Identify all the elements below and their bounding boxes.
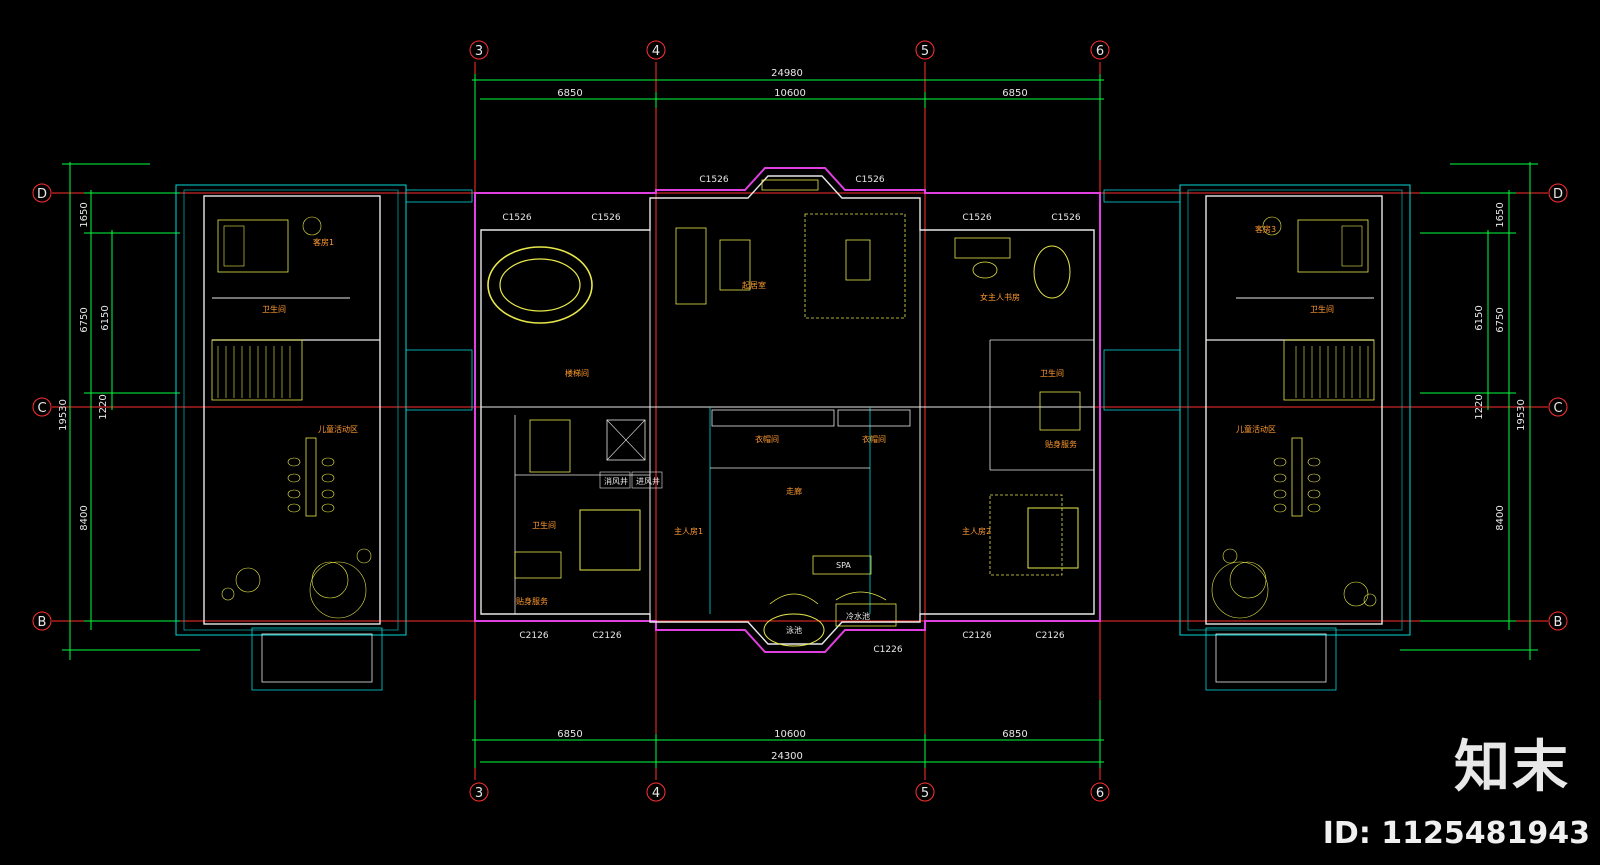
shaft-label: 进风井 <box>636 476 660 486</box>
axis-col-label: 5 <box>921 44 929 59</box>
axis-labels: 3 4 5 6 3 4 5 6 D C B D C B <box>37 44 1563 801</box>
dim-bottom-span: 10600 <box>774 729 806 740</box>
axis-row-label: B <box>38 615 47 630</box>
room-label-study: 女主人书房 <box>980 292 1020 302</box>
shaft-label: 消风井 <box>604 476 628 486</box>
room-label-master: 主人房2 <box>962 526 991 536</box>
main-building <box>474 167 1101 653</box>
left-wing-labels: 客房1 卫生间 儿童活动区 <box>262 237 358 434</box>
dimension-lines <box>62 74 1538 768</box>
room-label-children: 儿童活动区 <box>1236 424 1276 434</box>
axis-row-label: D <box>37 187 47 202</box>
dim-bottom-span: 6850 <box>1002 729 1027 740</box>
room-label-master: 主人房1 <box>674 526 703 536</box>
dim-side-mid: 1220 <box>1474 394 1485 419</box>
id-watermark: ID: 1125481943 <box>1322 816 1590 851</box>
room-label-bath: 卫生间 <box>1310 304 1334 314</box>
window-tags: C1526 C1526 C1526 C1526 C1526 C1526 C212… <box>502 175 1080 655</box>
wing-connectors <box>405 189 1181 411</box>
room-label-cold-pool: 冷水池 <box>846 611 870 621</box>
dim-side-upper: 6750 <box>1495 307 1506 332</box>
axis-col-label: 4 <box>652 786 660 801</box>
axis-col-label: 6 <box>1096 786 1104 801</box>
room-label-bath: 卫生间 <box>262 304 286 314</box>
window-tag: C1226 <box>873 645 902 655</box>
dim-top-span: 6850 <box>557 88 582 99</box>
dim-top-span: 10600 <box>774 88 806 99</box>
axis-lines <box>52 62 1548 780</box>
dim-bottom-span: 6850 <box>557 729 582 740</box>
window-tag: C1526 <box>699 175 728 185</box>
dim-side-top: 1650 <box>79 202 90 227</box>
brand-watermark: 知末 <box>1454 735 1570 800</box>
room-label-corridor: 走廊 <box>786 486 802 496</box>
room-label-bath: 卫生间 <box>1040 368 1064 378</box>
window-tag: C1526 <box>962 213 991 223</box>
window-tag: C1526 <box>855 175 884 185</box>
room-label-pool: 泳池 <box>786 625 802 635</box>
window-tag: C2126 <box>1035 631 1064 641</box>
axis-bubbles <box>32 40 1568 802</box>
axis-row-label: D <box>1553 187 1563 202</box>
dim-side-top: 1650 <box>1495 202 1506 227</box>
window-tag: C1526 <box>591 213 620 223</box>
dim-side-lower: 8400 <box>1495 505 1506 530</box>
dim-bottom-total: 24300 <box>771 751 803 762</box>
room-label-children: 儿童活动区 <box>318 424 358 434</box>
dim-side-inner: 6150 <box>1474 305 1485 330</box>
dimension-texts: 24980 6850 10600 6850 6850 10600 6850 24… <box>58 68 1527 762</box>
axis-col-label: 5 <box>921 786 929 801</box>
dim-side-total: 19530 <box>58 399 69 431</box>
axis-col-label: 4 <box>652 44 660 59</box>
axis-col-label: 3 <box>475 44 483 59</box>
window-tag: C2126 <box>962 631 991 641</box>
left-wing <box>175 184 407 691</box>
dim-top-span: 6850 <box>1002 88 1027 99</box>
room-label-living: 起居室 <box>742 280 766 290</box>
room-label-guest: 客房3 <box>1255 224 1276 234</box>
room-label-nanny: 贴身服务 <box>1045 439 1077 449</box>
dim-side-total: 19530 <box>1516 399 1527 431</box>
dim-side-mid: 1220 <box>98 394 109 419</box>
axis-col-label: 6 <box>1096 44 1104 59</box>
axis-col-label: 3 <box>475 786 483 801</box>
dim-top-total: 24980 <box>771 68 803 79</box>
right-wing <box>1179 184 1411 691</box>
window-tag: C1526 <box>502 213 531 223</box>
room-label-bath: 卫生间 <box>532 520 556 530</box>
room-label-guest: 客房1 <box>313 237 334 247</box>
axis-row-label: C <box>1553 401 1562 416</box>
room-label-spa: SPA <box>836 561 851 570</box>
shaft-labels: 消风井 进风井 <box>599 471 663 489</box>
window-tag: C1526 <box>1051 213 1080 223</box>
room-label-nanny: 贴身服务 <box>516 596 548 606</box>
axis-row-label: C <box>37 401 46 416</box>
right-wing-labels: 客房3 卫生间 儿童活动区 <box>1236 224 1334 434</box>
window-tag: C2126 <box>592 631 621 641</box>
axis-row-label: B <box>1554 615 1563 630</box>
dim-side-upper: 6750 <box>79 307 90 332</box>
room-label-closet: 衣帽间 <box>862 434 886 444</box>
dim-side-inner: 6150 <box>100 305 111 330</box>
main-room-labels: 楼梯间 起居室 女主人书房 卫生间 衣帽间 衣帽间 走廊 主人房1 主人房2 卫… <box>516 280 1077 635</box>
room-label-stair: 楼梯间 <box>565 368 589 378</box>
window-tag: C2126 <box>519 631 548 641</box>
room-label-closet: 衣帽间 <box>755 434 779 444</box>
dim-side-lower: 8400 <box>79 505 90 530</box>
